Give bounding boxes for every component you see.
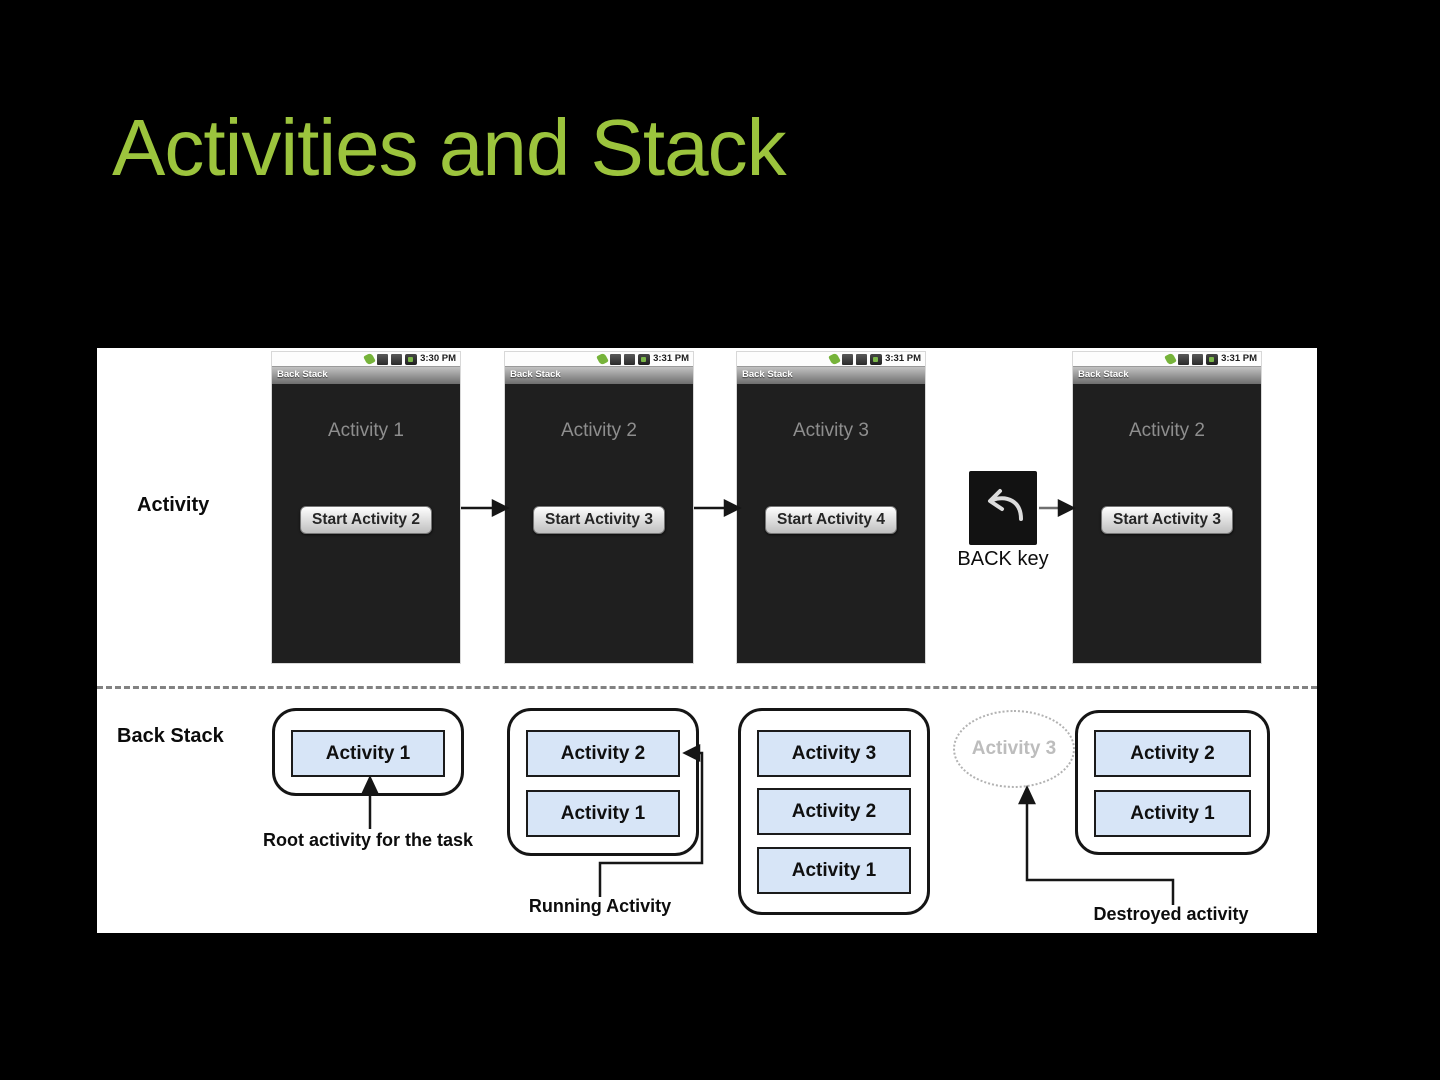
- sdcard-icon: [842, 353, 854, 365]
- stack-item: Activity 2: [1094, 730, 1251, 777]
- destroyed-activity-cloud: Activity 3: [953, 710, 1075, 788]
- status-bar: 3:31 PM: [1073, 352, 1261, 367]
- phone-screenshot-4: 3:31 PM Back Stack Activity 2 Start Acti…: [1073, 352, 1261, 663]
- battery-icon: [405, 353, 418, 365]
- stack-item: Activity 2: [757, 788, 911, 835]
- usb-debug-icon: [1164, 352, 1177, 366]
- sdcard-icon: [377, 353, 389, 365]
- phone-screenshot-3: 3:31 PM Back Stack Activity 3 Start Acti…: [737, 352, 925, 663]
- stack-item: Activity 1: [757, 847, 911, 894]
- stack-item: Activity 1: [1094, 790, 1251, 837]
- signal-icon: [624, 353, 636, 365]
- activity-screen-label: Activity 2: [1128, 420, 1206, 441]
- activity-screen: Activity 2 Start Activity 3: [1073, 384, 1261, 663]
- back-stack-3: Activity 3 Activity 2 Activity 1: [738, 708, 930, 915]
- battery-icon: [638, 353, 651, 365]
- signal-icon: [1192, 353, 1204, 365]
- destroyed-activity-annotation: Destroyed activity: [1093, 904, 1249, 924]
- stack-item: Activity 3: [757, 730, 911, 777]
- usb-debug-icon: [363, 352, 376, 366]
- back-stack-4: Activity 2 Activity 1: [1075, 710, 1270, 855]
- status-time: 3:31 PM: [653, 353, 689, 365]
- stack-item: Activity 1: [291, 730, 445, 777]
- back-key-button: [969, 471, 1037, 545]
- back-stack-2: Activity 2 Activity 1: [507, 708, 699, 856]
- phone-screenshot-2: 3:31 PM Back Stack Activity 2 Start Acti…: [505, 352, 693, 663]
- battery-icon: [1206, 353, 1219, 365]
- stack-item: Activity 2: [526, 730, 680, 777]
- back-stack-row-label: Back Stack: [117, 725, 224, 747]
- activity-screen: Activity 3 Start Activity 4: [737, 384, 925, 663]
- app-title-bar: Back Stack: [1073, 367, 1261, 384]
- app-title-bar: Back Stack: [737, 367, 925, 384]
- root-activity-annotation: Root activity for the task: [262, 830, 474, 850]
- status-bar: 3:31 PM: [505, 352, 693, 367]
- row-divider-dashed-line: [97, 686, 1317, 689]
- app-title-bar: Back Stack: [272, 367, 460, 384]
- sdcard-icon: [1178, 353, 1190, 365]
- usb-debug-icon: [596, 352, 609, 366]
- sdcard-icon: [610, 353, 622, 365]
- activity-screen-label: Activity 1: [327, 420, 405, 441]
- activity-screen-label: Activity 3: [792, 420, 870, 441]
- status-time: 3:31 PM: [885, 353, 921, 365]
- status-time: 3:30 PM: [420, 353, 456, 365]
- phone-screenshot-1: 3:30 PM Back Stack Activity 1 Start Acti…: [272, 352, 460, 663]
- signal-icon: [856, 353, 868, 365]
- diagram-panel: Activity Back Stack 3:30 PM Back Stack A…: [97, 348, 1317, 933]
- status-bar: 3:30 PM: [272, 352, 460, 367]
- slide-title: Activities and Stack: [112, 103, 787, 192]
- back-key-label: BACK key: [957, 548, 1049, 570]
- activity-screen: Activity 1 Start Activity 2: [272, 384, 460, 663]
- start-activity-button: Start Activity 3: [1101, 506, 1233, 534]
- usb-debug-icon: [828, 352, 841, 366]
- app-title-bar: Back Stack: [505, 367, 693, 384]
- start-activity-button: Start Activity 4: [765, 506, 897, 534]
- status-bar: 3:31 PM: [737, 352, 925, 367]
- start-activity-button: Start Activity 2: [300, 506, 432, 534]
- stack-item: Activity 1: [526, 790, 680, 837]
- back-stack-1: Activity 1: [272, 708, 464, 796]
- status-time: 3:31 PM: [1221, 353, 1257, 365]
- signal-icon: [391, 353, 403, 365]
- activity-screen: Activity 2 Start Activity 3: [505, 384, 693, 663]
- activity-row-label: Activity: [137, 494, 210, 516]
- running-activity-annotation: Running Activity: [528, 896, 672, 916]
- battery-icon: [870, 353, 883, 365]
- start-activity-button: Start Activity 3: [533, 506, 665, 534]
- activity-screen-label: Activity 2: [560, 420, 638, 441]
- back-arrow-icon: [988, 489, 1023, 521]
